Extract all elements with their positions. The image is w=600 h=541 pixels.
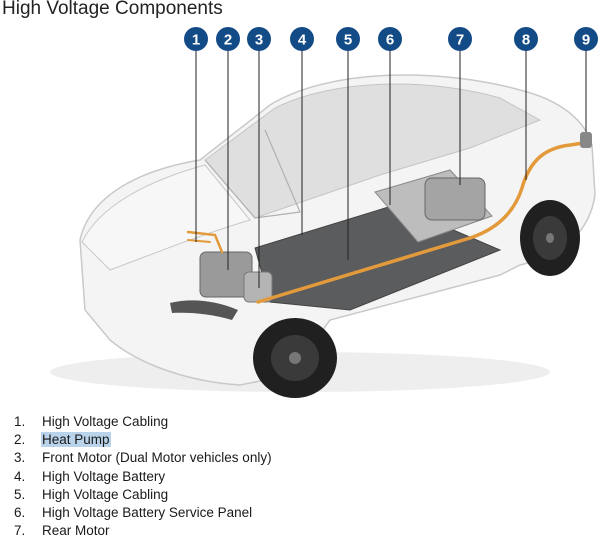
legend-item-label: High Voltage Cabling [42, 413, 169, 429]
legend-item: 5. High Voltage Cabling [14, 485, 273, 503]
headlight [170, 300, 238, 320]
legend-item: 1. High Voltage Cabling [14, 412, 273, 430]
callout-3: 3 [247, 27, 271, 51]
vehicle-diagram: 1 2 3 4 5 6 7 8 [0, 20, 600, 400]
legend-item-label-highlighted: Heat Pump [41, 431, 111, 447]
legend-item: 2. Heat Pump [14, 430, 273, 448]
charge-port [580, 132, 592, 148]
hv-cable-front-2 [187, 239, 211, 243]
legend-item-number: 6. [14, 505, 26, 521]
callout-9: 9 [574, 27, 598, 51]
legend-item-number: 4. [14, 468, 26, 484]
hv-cable-rear [256, 140, 592, 304]
vehicle-illustration: 1 2 3 4 5 6 7 8 [50, 27, 598, 398]
callout-7: 7 [448, 27, 472, 51]
leader-lines [195, 50, 587, 288]
callout-7-number: 7 [456, 32, 464, 49]
legend-item-label: High Voltage Cabling [42, 486, 169, 502]
component-legend: 1. High Voltage Cabling 2. Heat Pump 3. … [14, 412, 273, 540]
callout-6-number: 6 [386, 32, 394, 49]
legend-item-label: High Voltage Battery [42, 468, 166, 484]
callout-8: 8 [514, 27, 538, 51]
callout-6: 6 [378, 27, 402, 51]
callout-5-number: 5 [344, 32, 352, 49]
callout-3-number: 3 [255, 32, 263, 49]
rear-motor-unit [424, 177, 486, 221]
rear-wheel [520, 200, 580, 276]
front-hood [81, 164, 251, 271]
callout-4-number: 4 [298, 32, 307, 49]
callout-9-number: 9 [582, 32, 590, 49]
legend-item: 3. Front Motor (Dual Motor vehicles only… [14, 449, 273, 467]
legend-item-number: 7. [14, 523, 26, 539]
legend-item-number: 3. [14, 450, 26, 466]
callout-5: 5 [336, 27, 360, 51]
page-title: High Voltage Components [2, 0, 223, 19]
legend-item-label: High Voltage Battery Service Panel [42, 505, 253, 521]
legend-item-label: Front Motor (Dual Motor vehicles only) [42, 450, 272, 466]
callout-1-number: 1 [192, 32, 200, 49]
callout-2: 2 [216, 27, 240, 51]
front-wheel [253, 318, 337, 398]
legend-item-number: 1. [14, 413, 26, 429]
callout-1: 1 [184, 27, 208, 51]
callout-2-number: 2 [224, 32, 232, 49]
callout-8-number: 8 [522, 32, 530, 49]
legend-item: 6. High Voltage Battery Service Panel [14, 503, 273, 521]
legend-item-number: 2. [14, 431, 26, 447]
legend-item: 7. Rear Motor [14, 522, 273, 540]
legend-item-label: Rear Motor [42, 523, 110, 539]
legend-item: 4. High Voltage Battery [14, 467, 273, 485]
callout-4: 4 [290, 27, 314, 51]
legend-item-number: 5. [14, 486, 26, 502]
hv-cable-front [186, 230, 224, 254]
windshield [204, 129, 301, 219]
